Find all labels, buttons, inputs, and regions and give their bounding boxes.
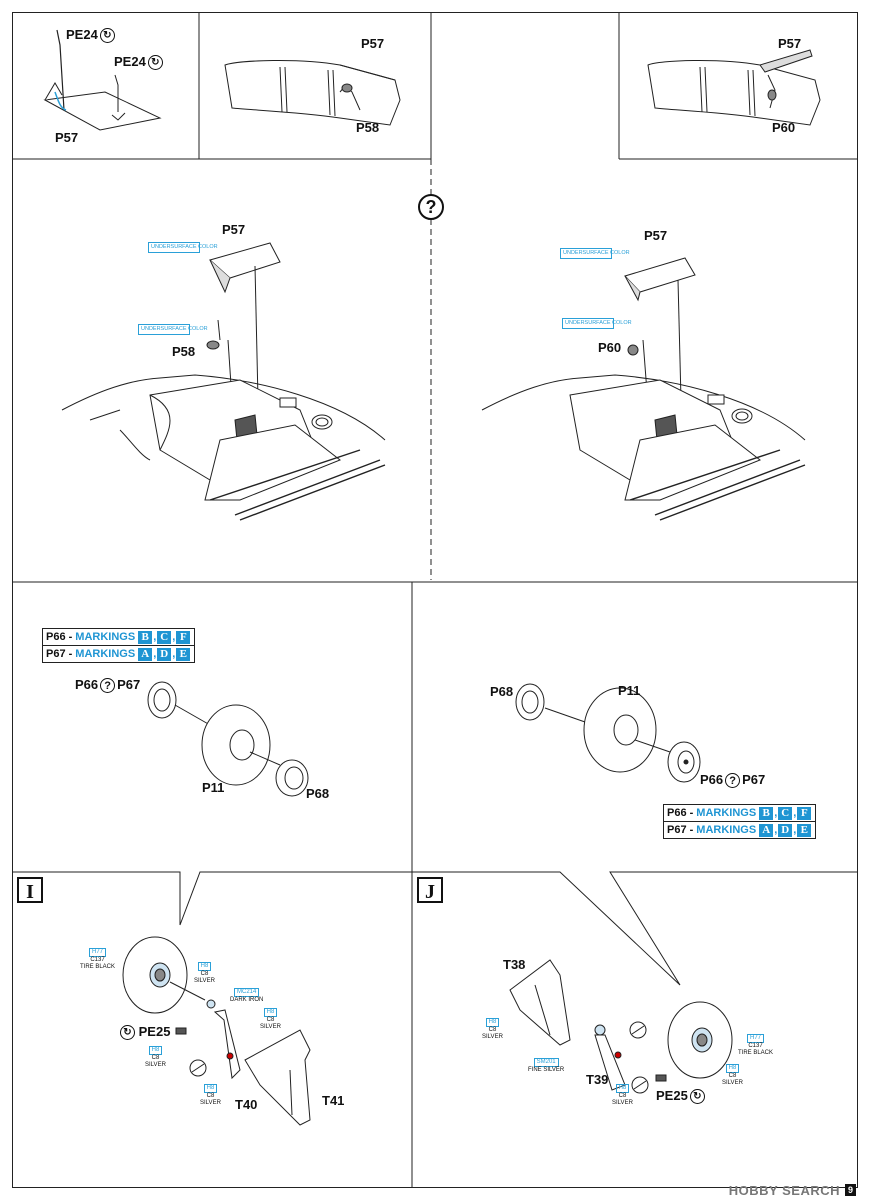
p60-label-top-right: P60 [772, 120, 796, 135]
marking-badge: B [759, 806, 774, 820]
undersurface-color-callout: UNDERSURFACE COLOR [560, 248, 630, 259]
p58-label-main-left: P58 [172, 344, 196, 359]
markings-table-right: P66 - MARKINGS B, C, F P67 - MARKINGS A,… [663, 804, 817, 839]
question-circle-icon: ? [418, 194, 444, 220]
t38-label: T38 [503, 957, 526, 972]
wheel-right-drawing [515, 683, 701, 783]
bend-arrow-icon: ↻ [120, 1025, 135, 1041]
marking-badge: C [157, 630, 172, 644]
bend-arrow-icon: ↻ [147, 55, 163, 71]
bend-arrow-icon: ↻ [689, 1089, 705, 1105]
markings-row: P66 - MARKINGS B, C, F [664, 805, 815, 821]
p60-detail-drawing [647, 49, 821, 126]
pe24-label-a: PE24↻ [66, 27, 115, 44]
p57-label-top-mid: P57 [361, 36, 385, 51]
p66-p67-label-right: P66?P67 [700, 772, 766, 789]
marking-badge: D [157, 647, 172, 661]
step-label-j: J [417, 877, 443, 903]
undersurface-color-callout: UNDERSURFACE COLOR [562, 318, 632, 329]
p68-label-left: P68 [306, 786, 330, 801]
t41-label: T41 [322, 1093, 345, 1108]
engine-cowl-left-drawing [61, 242, 386, 521]
marking-badge: A [759, 823, 774, 837]
undersurface-color-callout: UNDERSURFACE COLOR [148, 242, 218, 253]
markings-row: P67 - MARKINGS A, D, E [43, 645, 195, 662]
marking-badge: E [797, 823, 812, 837]
p11-label-right: P11 [618, 683, 641, 698]
p58-label-top-mid: P58 [356, 120, 380, 135]
marking-badge: F [176, 630, 191, 644]
wheel-left-drawing [147, 681, 309, 797]
engine-cowl-right-drawing [481, 257, 806, 521]
undersurface-color-callout: UNDERSURFACE COLOR [138, 324, 208, 335]
marking-badge: D [778, 823, 793, 837]
marking-badge: C [778, 806, 793, 820]
bend-arrow-icon: ↻ [99, 28, 115, 44]
marking-badge: B [138, 630, 153, 644]
step-label-i: I [17, 877, 43, 903]
step-i-gear-drawing [122, 936, 311, 1126]
p11-label-left: P11 [202, 780, 225, 795]
p57-label-main-left: P57 [222, 222, 246, 237]
marking-badge: F [797, 806, 812, 820]
marking-badge: A [138, 647, 153, 661]
p58-detail-drawing [224, 59, 401, 126]
t39-label: T39 [586, 1072, 609, 1087]
p68-label-right: P68 [490, 684, 514, 699]
p57-label-top-right: P57 [778, 36, 802, 51]
pe24-label-b: PE24↻ [114, 54, 163, 71]
markings-row: P66 - MARKINGS B, C, F [43, 629, 194, 645]
question-circle-icon: ? [725, 773, 741, 789]
question-circle-icon: ? [100, 678, 116, 694]
t40-label: T40 [235, 1097, 258, 1112]
marking-badge: E [176, 647, 191, 661]
step-j-gear-drawing [509, 959, 733, 1094]
page-number: 9 [845, 1184, 856, 1196]
p57-label-top-left: P57 [55, 130, 79, 145]
markings-table-left: P66 - MARKINGS B, C, F P67 - MARKINGS A,… [42, 628, 196, 663]
watermark: HOBBY SEARCH [728, 1183, 840, 1198]
p57-label-main-right: P57 [644, 228, 668, 243]
p66-p67-label-left: P66?P67 [75, 677, 141, 694]
p57-cover-drawing [43, 29, 162, 131]
instruction-page [12, 12, 858, 1188]
markings-row: P67 - MARKINGS A, D, E [664, 821, 816, 838]
pe25-label-i: ↻ PE25 [118, 1024, 170, 1041]
pe25-label-j: PE25↻ [656, 1088, 705, 1105]
p60-label-main-right: P60 [598, 340, 622, 355]
